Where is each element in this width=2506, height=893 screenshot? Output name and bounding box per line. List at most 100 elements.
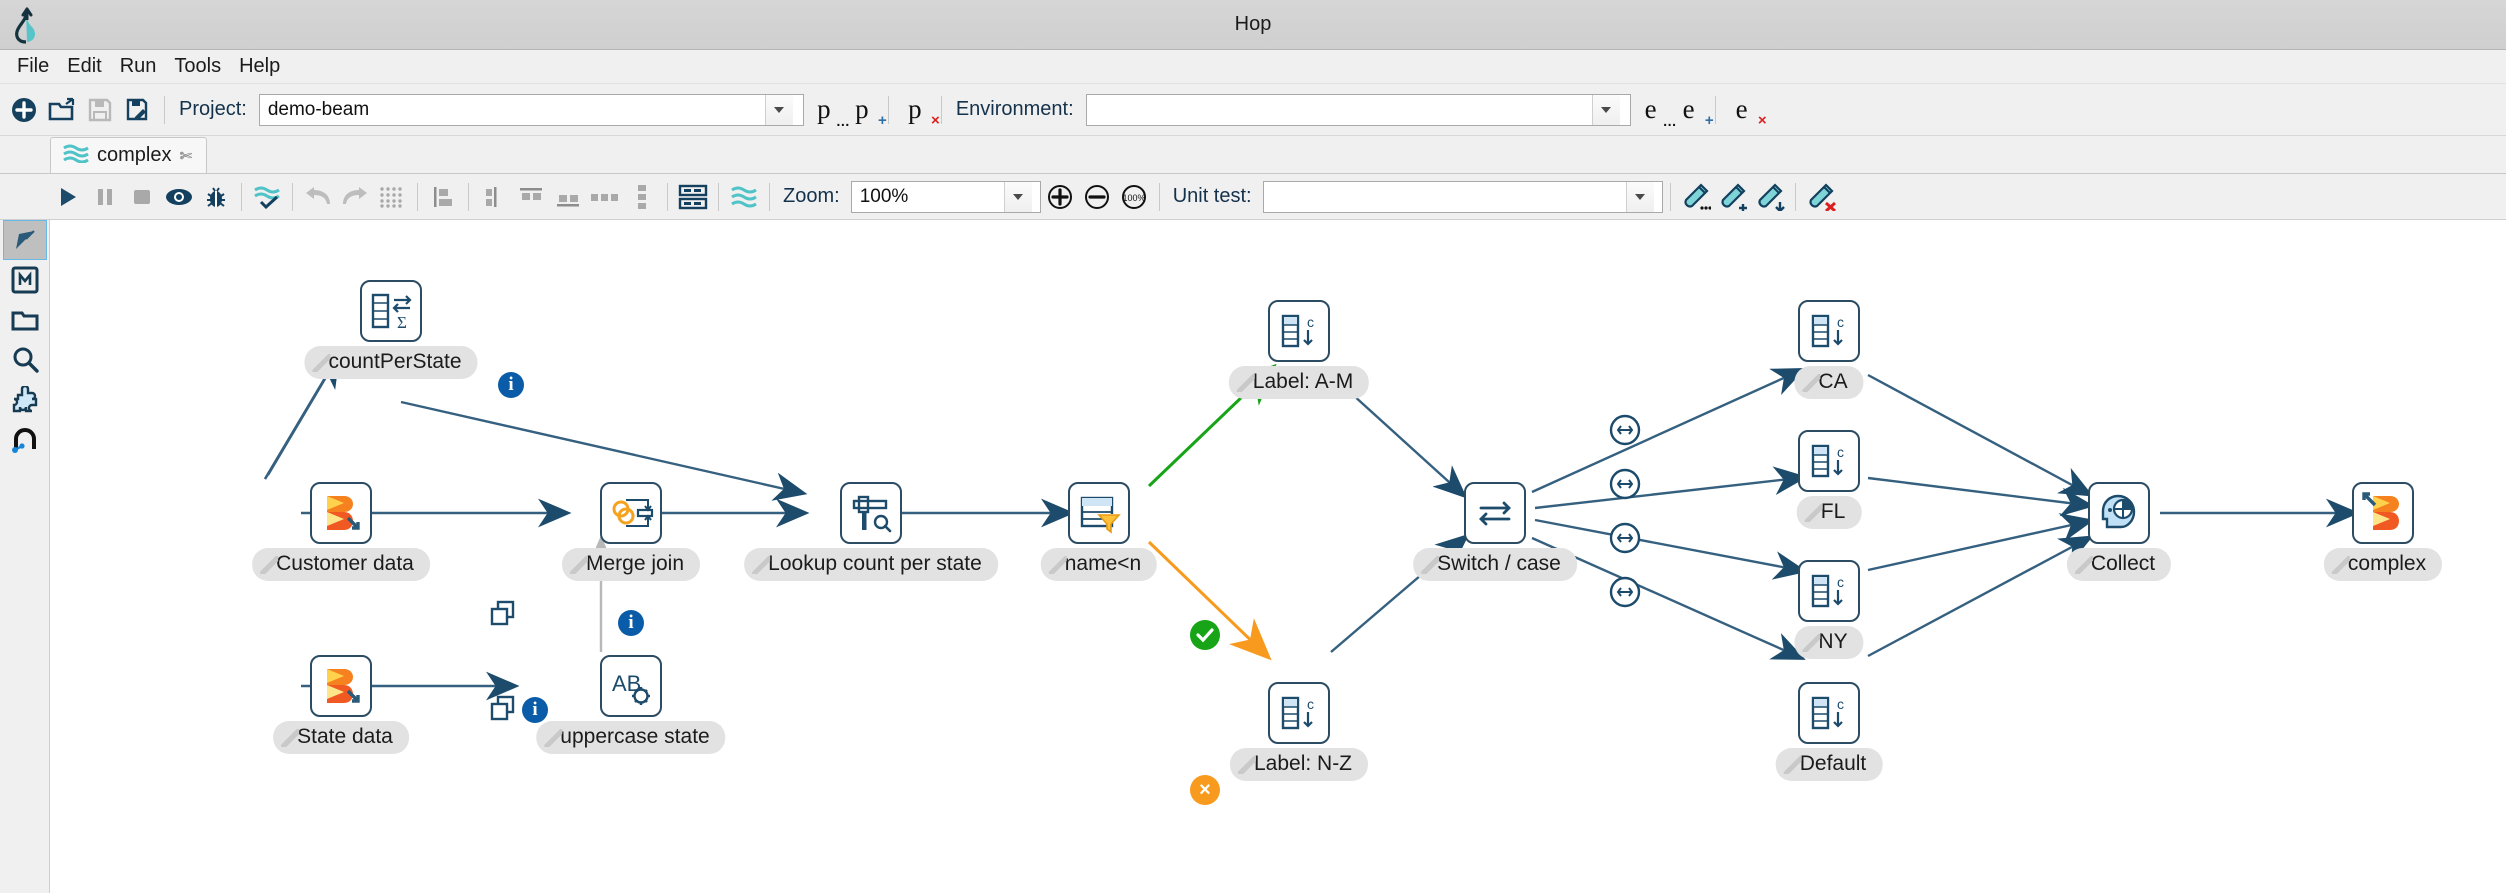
node-label[interactable]: Lookup count per state xyxy=(744,548,998,581)
tab-complex[interactable]: complex ✄ xyxy=(50,137,208,173)
node-label[interactable]: name<n xyxy=(1040,548,1158,581)
menu-run[interactable]: Run xyxy=(119,55,157,77)
pause-button[interactable] xyxy=(87,179,123,215)
constant-c-down-icon[interactable]: c xyxy=(1798,560,1860,622)
filter-rows-icon[interactable] xyxy=(1068,482,1130,544)
node-customer-data[interactable]: Customer data xyxy=(252,482,430,581)
node-label[interactable]: FL xyxy=(1796,496,1862,529)
stop-button[interactable] xyxy=(124,179,160,215)
node-countperstate[interactable]: Σ countPerState i xyxy=(304,280,524,398)
beam-input-icon[interactable] xyxy=(310,482,372,544)
sidebar-item-plugins[interactable] xyxy=(3,380,47,420)
node-complex[interactable]: complex xyxy=(2323,482,2443,581)
show-hide-rows-button[interactable] xyxy=(675,179,711,215)
environment-combo[interactable] xyxy=(1085,93,1631,126)
import-unit-test-icon[interactable] xyxy=(1752,179,1788,215)
add-unit-test-icon[interactable] xyxy=(1715,179,1751,215)
align-right-button[interactable] xyxy=(476,179,512,215)
edit-unit-test-icon[interactable] xyxy=(1678,179,1714,215)
tab-close-icon[interactable]: ✄ xyxy=(179,147,193,165)
preview-button[interactable] xyxy=(161,179,197,215)
node-label[interactable]: Merge join xyxy=(561,548,701,581)
memory-group-sum-icon[interactable]: Σ xyxy=(360,280,422,342)
node-label[interactable]: Label: A-M xyxy=(1228,366,1370,399)
zoom-out-button[interactable] xyxy=(1079,179,1115,215)
zoom-input[interactable] xyxy=(851,181,1004,212)
zoom-dropdown-arrow[interactable] xyxy=(1003,181,1032,212)
sidebar-item-files[interactable] xyxy=(3,300,47,340)
zoom-combo[interactable] xyxy=(850,180,1041,213)
menu-tools[interactable]: Tools xyxy=(174,55,222,77)
constant-c-down-icon[interactable]: c xyxy=(1268,682,1330,744)
environment-delete-icon[interactable]: e× xyxy=(1735,94,1767,129)
debug-button[interactable] xyxy=(198,179,234,215)
redo-button[interactable] xyxy=(337,179,373,215)
open-folder-icon[interactable] xyxy=(44,92,80,128)
hop-error-badge[interactable]: × xyxy=(1190,775,1220,805)
node-label[interactable]: complex xyxy=(2323,548,2443,581)
unit-test-input[interactable] xyxy=(1263,181,1626,212)
node-label[interactable]: countPerState xyxy=(304,346,478,379)
unit-test-combo[interactable] xyxy=(1262,180,1663,213)
node-default[interactable]: c Default xyxy=(1775,682,1883,781)
node-label[interactable]: Default xyxy=(1775,748,1883,781)
snap-to-grid-button[interactable] xyxy=(374,179,410,215)
node-name-filter[interactable]: name<n xyxy=(1040,482,1158,581)
align-bottom-button[interactable] xyxy=(550,179,586,215)
save-icon[interactable] xyxy=(82,92,118,128)
check-pipeline-button[interactable] xyxy=(249,179,285,215)
hop-success-badge[interactable] xyxy=(1190,620,1220,650)
hop-info-badge[interactable]: i xyxy=(522,697,548,723)
menu-help[interactable]: Help xyxy=(239,55,281,77)
hop-copy-badge[interactable] xyxy=(490,695,520,730)
node-merge-join[interactable]: Merge join i xyxy=(561,482,701,636)
hop-info-badge[interactable]: i xyxy=(618,610,644,636)
project-add-icon[interactable]: p+ xyxy=(855,94,887,129)
environment-input[interactable] xyxy=(1086,94,1592,125)
merge-join-icon[interactable] xyxy=(600,482,662,544)
node-ny[interactable]: c NY xyxy=(1794,560,1864,659)
collect-head-icon[interactable] xyxy=(2088,482,2150,544)
node-lookup-count-per-state[interactable]: Lookup count per state xyxy=(744,482,998,581)
constant-c-down-icon[interactable]: c xyxy=(1268,300,1330,362)
unit-test-dropdown-arrow[interactable] xyxy=(1625,181,1654,212)
beam-output-icon[interactable] xyxy=(2352,482,2414,544)
distribute-horizontally-button[interactable] xyxy=(587,179,623,215)
sidebar-item-magnet[interactable] xyxy=(3,420,47,460)
sidebar-item-explore[interactable] xyxy=(2,220,47,260)
node-switch-case[interactable]: Switch / case xyxy=(1413,482,1577,581)
hop-info-badge[interactable]: i xyxy=(498,372,524,398)
uppercase-ab-gear-icon[interactable]: AB xyxy=(600,655,662,717)
node-ca[interactable]: c CA xyxy=(1794,300,1864,399)
switch-case-icon[interactable] xyxy=(1464,482,1526,544)
hop-copy-badge[interactable] xyxy=(490,600,520,635)
project-delete-icon[interactable]: p× xyxy=(908,94,940,129)
new-icon[interactable] xyxy=(6,92,42,128)
node-label-n-z[interactable]: c Label: N-Z xyxy=(1229,682,1369,781)
menu-file[interactable]: File xyxy=(17,55,50,77)
environment-edit-icon[interactable]: e… xyxy=(1644,94,1677,129)
node-label[interactable]: Switch / case xyxy=(1413,548,1577,581)
sidebar-item-search[interactable] xyxy=(3,340,47,380)
constant-c-down-icon[interactable]: c xyxy=(1798,300,1860,362)
undo-button[interactable] xyxy=(300,179,336,215)
node-label-state-data[interactable]: State data xyxy=(273,721,409,754)
beam-input-icon[interactable] xyxy=(310,655,372,717)
run-button[interactable] xyxy=(50,179,86,215)
pipeline-icon-button[interactable] xyxy=(726,179,762,215)
node-label[interactable]: Customer data xyxy=(252,548,430,581)
distribute-vertically-button[interactable] xyxy=(624,179,660,215)
environment-add-icon[interactable]: e+ xyxy=(1682,94,1714,129)
save-as-icon[interactable] xyxy=(120,92,156,128)
node-label[interactable]: Label: N-Z xyxy=(1229,748,1369,781)
lookup-hammer-icon[interactable] xyxy=(840,482,902,544)
sidebar-item-metadata[interactable] xyxy=(3,260,47,300)
environment-dropdown-arrow[interactable] xyxy=(1591,94,1620,125)
node-label[interactable]: Collect xyxy=(2066,548,2172,581)
constant-c-down-icon[interactable]: c xyxy=(1798,430,1860,492)
align-top-button[interactable] xyxy=(513,179,549,215)
node-state-data[interactable]: Customer data State data xyxy=(273,655,409,754)
zoom-reset-button[interactable]: 100% xyxy=(1116,179,1152,215)
project-input[interactable] xyxy=(259,94,765,125)
pipeline-canvas[interactable]: Σ countPerState i Customer data i xyxy=(50,220,2506,893)
